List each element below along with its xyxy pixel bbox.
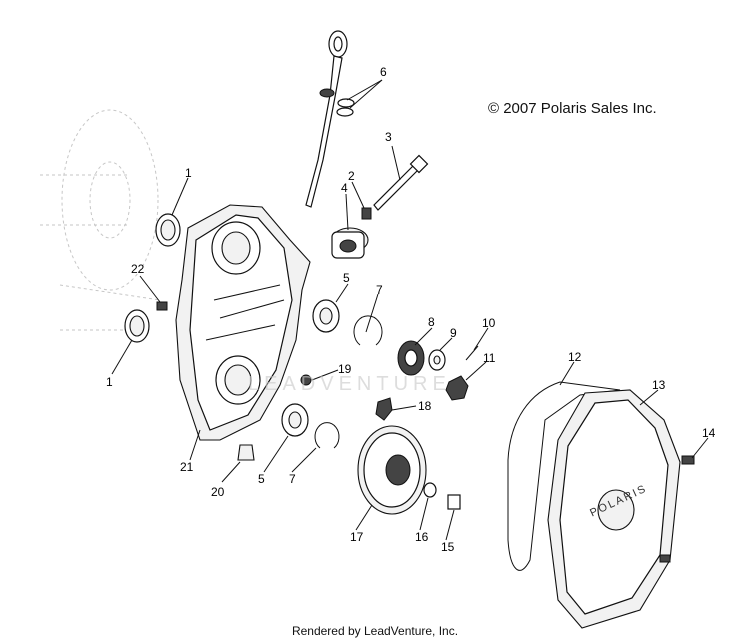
washer-hole bbox=[433, 355, 441, 365]
plug bbox=[300, 374, 312, 386]
seal-lower-inner bbox=[129, 315, 145, 337]
bearing-upper-inner bbox=[319, 307, 333, 325]
footer-credit: Rendered by LeadVenture, Inc. bbox=[291, 624, 459, 638]
callout-19: 19 bbox=[338, 362, 352, 376]
gasket bbox=[507, 381, 621, 571]
snap-ring-lower bbox=[314, 422, 340, 449]
callout-12: 12 bbox=[568, 350, 582, 364]
callout-11: 11 bbox=[483, 351, 496, 365]
cover-bolt-2 bbox=[659, 554, 671, 563]
chaincase-cover bbox=[547, 389, 681, 629]
callout-1b: 1 bbox=[106, 375, 113, 389]
callout-20: 20 bbox=[211, 485, 225, 499]
upper-sprocket bbox=[397, 340, 425, 376]
callout-15: 15 bbox=[441, 540, 455, 554]
cover-bolt bbox=[681, 455, 695, 465]
bolt bbox=[373, 154, 429, 211]
castle-nut bbox=[445, 375, 469, 401]
copyright-text: © 2007 Polaris Sales Inc. bbox=[488, 100, 657, 117]
callout-17: 17 bbox=[350, 530, 364, 544]
cotter-pin bbox=[465, 345, 479, 361]
dipstick bbox=[305, 30, 348, 208]
callout-4: 4 bbox=[341, 181, 348, 195]
leader-lines bbox=[111, 79, 709, 541]
callout-22: 22 bbox=[131, 262, 145, 276]
tensioner bbox=[331, 227, 369, 259]
lower-gear bbox=[357, 425, 427, 515]
o-ring bbox=[337, 98, 355, 108]
callout-13: 13 bbox=[652, 378, 666, 392]
washer-small bbox=[423, 482, 437, 498]
callout-10: 10 bbox=[482, 316, 496, 330]
chain bbox=[375, 397, 393, 421]
nut bbox=[361, 207, 372, 220]
callout-1: 1 bbox=[185, 166, 192, 180]
callout-14: 14 bbox=[702, 426, 716, 440]
callout-5: 5 bbox=[343, 271, 350, 285]
callout-7: 7 bbox=[376, 283, 383, 297]
callout-8: 8 bbox=[428, 315, 435, 329]
o-ring bbox=[336, 107, 354, 117]
callout-5b: 5 bbox=[258, 472, 265, 486]
callout-18: 18 bbox=[418, 399, 432, 413]
snap-ring-upper bbox=[353, 315, 383, 346]
callout-21: 21 bbox=[180, 460, 194, 474]
chaincase-housing bbox=[175, 204, 311, 441]
retaining-bolt bbox=[447, 494, 461, 510]
bearing-lower-inner bbox=[288, 411, 302, 429]
callout-16: 16 bbox=[415, 530, 429, 544]
callout-2: 2 bbox=[348, 169, 355, 183]
callout-3: 3 bbox=[385, 130, 392, 144]
clutch-disc-ghost bbox=[40, 109, 161, 331]
screw bbox=[156, 301, 168, 311]
callout-7b: 7 bbox=[289, 472, 296, 486]
watermark: LEADVENTURE bbox=[248, 373, 451, 395]
callout-6: 6 bbox=[380, 65, 387, 79]
callout-9: 9 bbox=[450, 326, 457, 340]
vent bbox=[237, 444, 255, 461]
seal-upper-inner bbox=[160, 219, 176, 241]
